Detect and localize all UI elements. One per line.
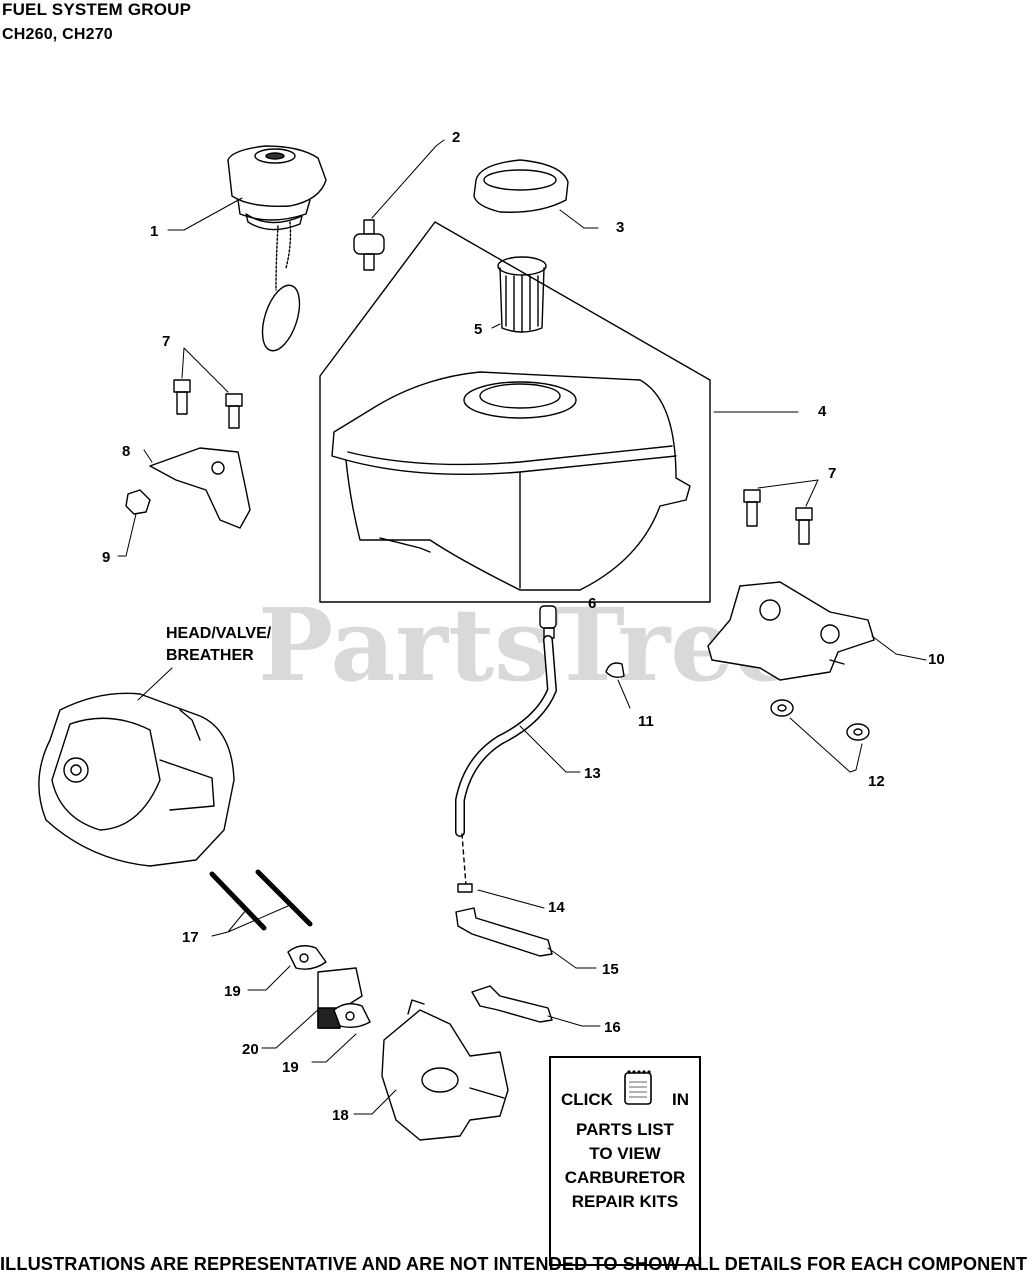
cylinder-head-assembly[interactable]	[38, 692, 235, 867]
callout-9[interactable]: 9	[102, 549, 110, 566]
callout-15[interactable]: 15	[602, 961, 619, 978]
flange-bolt[interactable]	[125, 489, 151, 515]
callout-2[interactable]: 2	[452, 129, 460, 146]
carburetor[interactable]	[381, 999, 509, 1141]
callout-18[interactable]: 18	[332, 1107, 349, 1124]
leader-lines	[117, 139, 927, 1115]
callout-12[interactable]: 12	[868, 773, 885, 790]
fuel-strainer[interactable]	[497, 256, 547, 333]
in-word: IN	[672, 1090, 689, 1109]
callout-14[interactable]: 14	[548, 899, 565, 916]
watermark: PartsTree	[258, 586, 798, 704]
disclaimer-footer: ILLUSTRATIONS ARE REPRESENTATIVE AND ARE…	[0, 1254, 1028, 1274]
callout-1[interactable]: 1	[150, 223, 158, 240]
studs[interactable]	[209, 869, 313, 931]
bracket[interactable]	[149, 447, 251, 529]
callout-4[interactable]: 4	[818, 403, 827, 420]
callout-13[interactable]: 13	[584, 765, 601, 782]
callout-3[interactable]: 3	[616, 219, 624, 236]
callout-7-right[interactable]: 7	[828, 465, 836, 482]
diagram-title: FUEL SYSTEM GROUP	[2, 0, 192, 19]
breather-label[interactable]: BREATHER	[166, 647, 254, 664]
fuel-cap-with-tether[interactable]	[227, 145, 327, 355]
callout-10[interactable]: 10	[928, 651, 945, 668]
grommets[interactable]	[770, 699, 870, 741]
callout-19-upper[interactable]: 19	[224, 983, 241, 1000]
hose-clip[interactable]	[457, 883, 473, 893]
callout-6[interactable]: 6	[588, 595, 596, 612]
tank-cap[interactable]	[473, 159, 569, 213]
gasket-lower[interactable]	[333, 1003, 371, 1029]
choke-lever[interactable]	[471, 985, 553, 1023]
notepad-icon[interactable]	[623, 1068, 653, 1106]
info-line-3: CARBURETOR	[564, 1168, 686, 1187]
throttle-lever[interactable]	[455, 907, 553, 957]
screw-right-pair[interactable]	[743, 489, 813, 545]
parts-diagram: PartsTree	[38, 129, 945, 1141]
callout-8[interactable]: 8	[122, 443, 130, 460]
info-line-2: TO VIEW	[589, 1144, 661, 1163]
callout-17[interactable]: 17	[182, 929, 199, 946]
callout-20[interactable]: 20	[242, 1041, 259, 1058]
hose-clamp[interactable]	[605, 662, 625, 679]
carburetor-kits-info-box: CLICK IN PARTS LIST TO VIEW CARBURETOR R…	[549, 1056, 701, 1266]
tank-group-outline	[319, 221, 711, 603]
tank-mounting-bracket[interactable]	[707, 581, 875, 681]
fuel-tank[interactable]	[331, 371, 691, 591]
click-word: CLICK	[561, 1090, 613, 1109]
callout-11[interactable]: 11	[638, 713, 654, 730]
screw-left-pair[interactable]	[173, 379, 243, 429]
head-valve-label[interactable]: HEAD/VALVE/	[166, 625, 272, 642]
info-line-1: PARTS LIST	[576, 1120, 674, 1139]
callout-19-lower[interactable]: 19	[282, 1059, 299, 1076]
gasket-upper[interactable]	[287, 945, 327, 970]
fuel-valve-fitting[interactable]	[353, 219, 385, 271]
callout-16[interactable]: 16	[604, 1019, 621, 1036]
info-line-4: REPAIR KITS	[571, 1192, 679, 1211]
callout-5[interactable]: 5	[474, 321, 482, 338]
callout-7-left[interactable]: 7	[162, 333, 170, 350]
model-numbers: CH260, CH270	[2, 26, 113, 43]
fuel-hose[interactable]	[455, 635, 557, 887]
